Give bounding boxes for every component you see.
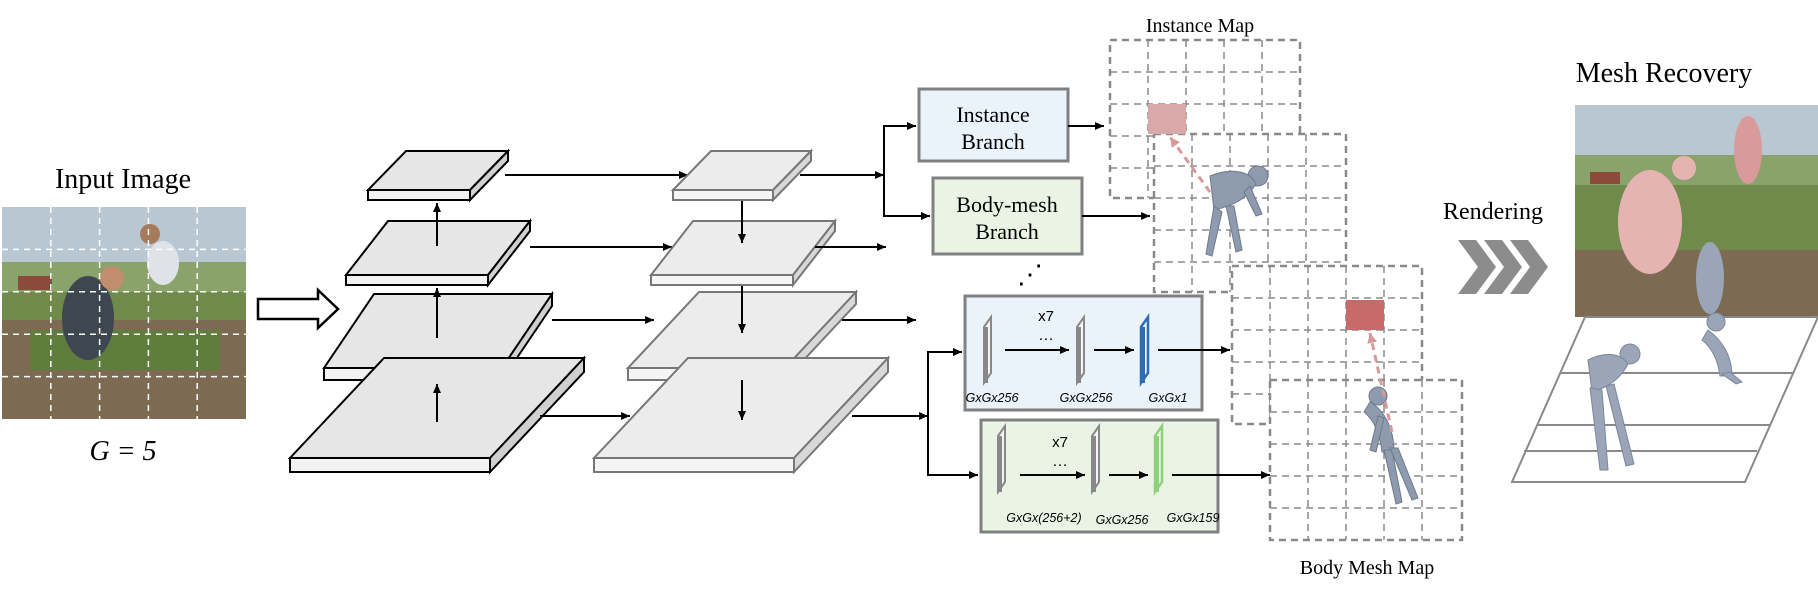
bodymesh-repeat-label: x7 — [1052, 434, 1068, 451]
branch-routing — [883, 122, 978, 479]
body-mesh-figure-b — [1363, 386, 1419, 505]
body-mesh-map-title: Body Mesh Map — [1300, 557, 1434, 579]
bodymesh-layer2-label: GxGx256 — [1096, 513, 1149, 527]
instance-branch-detail: x7 … GxGx256 GxGx256 GxGx1 — [963, 294, 1230, 412]
grid-size-label: G = 5 — [89, 436, 156, 467]
pink-link-arrow-b — [1367, 332, 1394, 433]
bodymesh-branch-label-2: Branch — [975, 219, 1039, 244]
bodymesh-branch-box: Body-mesh Branch — [931, 176, 1084, 256]
instance-branch-label-2: Branch — [961, 129, 1025, 154]
input-photo — [2, 207, 246, 419]
instance-repeat-label: x7 — [1038, 308, 1054, 325]
ground-plane — [1510, 316, 1818, 483]
instance-layer3-label: GxGx1 — [1149, 391, 1188, 405]
mesh-recovery-render — [1575, 105, 1818, 317]
bodymesh-dots: … — [1052, 453, 1068, 470]
map-grids — [1108, 38, 1464, 542]
bodymesh-branch-detail: x7 … GxGx(256+2) GxGx256 GxGx159 — [979, 418, 1270, 534]
mesh-recovery-title: Mesh Recovery — [1576, 58, 1753, 89]
instance-dots: … — [1038, 327, 1054, 344]
instance-map-title: Instance Map — [1146, 15, 1254, 37]
instance-highlight-cell-a — [1148, 104, 1186, 134]
instance-branch-label-1: Instance — [956, 102, 1029, 127]
bodymesh-branch-label-1: Body-mesh — [956, 192, 1057, 217]
input-image-title: Input Image — [55, 164, 191, 195]
ground-figures — [1587, 312, 1744, 471]
input-grid — [2, 207, 246, 419]
rendering-chevrons-icon — [1458, 240, 1548, 294]
instance-highlight-cell-b — [1346, 300, 1384, 330]
bodymesh-layer1-label: GxGx(256+2) — [1006, 511, 1081, 525]
hollow-arrow-icon — [256, 287, 340, 331]
rendering-label: Rendering — [1443, 199, 1543, 225]
lateral-arrows — [505, 171, 688, 420]
body-mesh-figure-a — [1205, 165, 1269, 257]
vertical-dots: ⋰ — [1017, 260, 1043, 289]
instance-layer2-label: GxGx256 — [1060, 391, 1113, 405]
instance-branch-box: Instance Branch — [917, 87, 1070, 163]
bodymesh-layer3-label: GxGx159 — [1167, 511, 1220, 525]
fpn-out-arrows — [800, 171, 928, 420]
instance-layer1-label: GxGx256 — [966, 391, 1019, 405]
